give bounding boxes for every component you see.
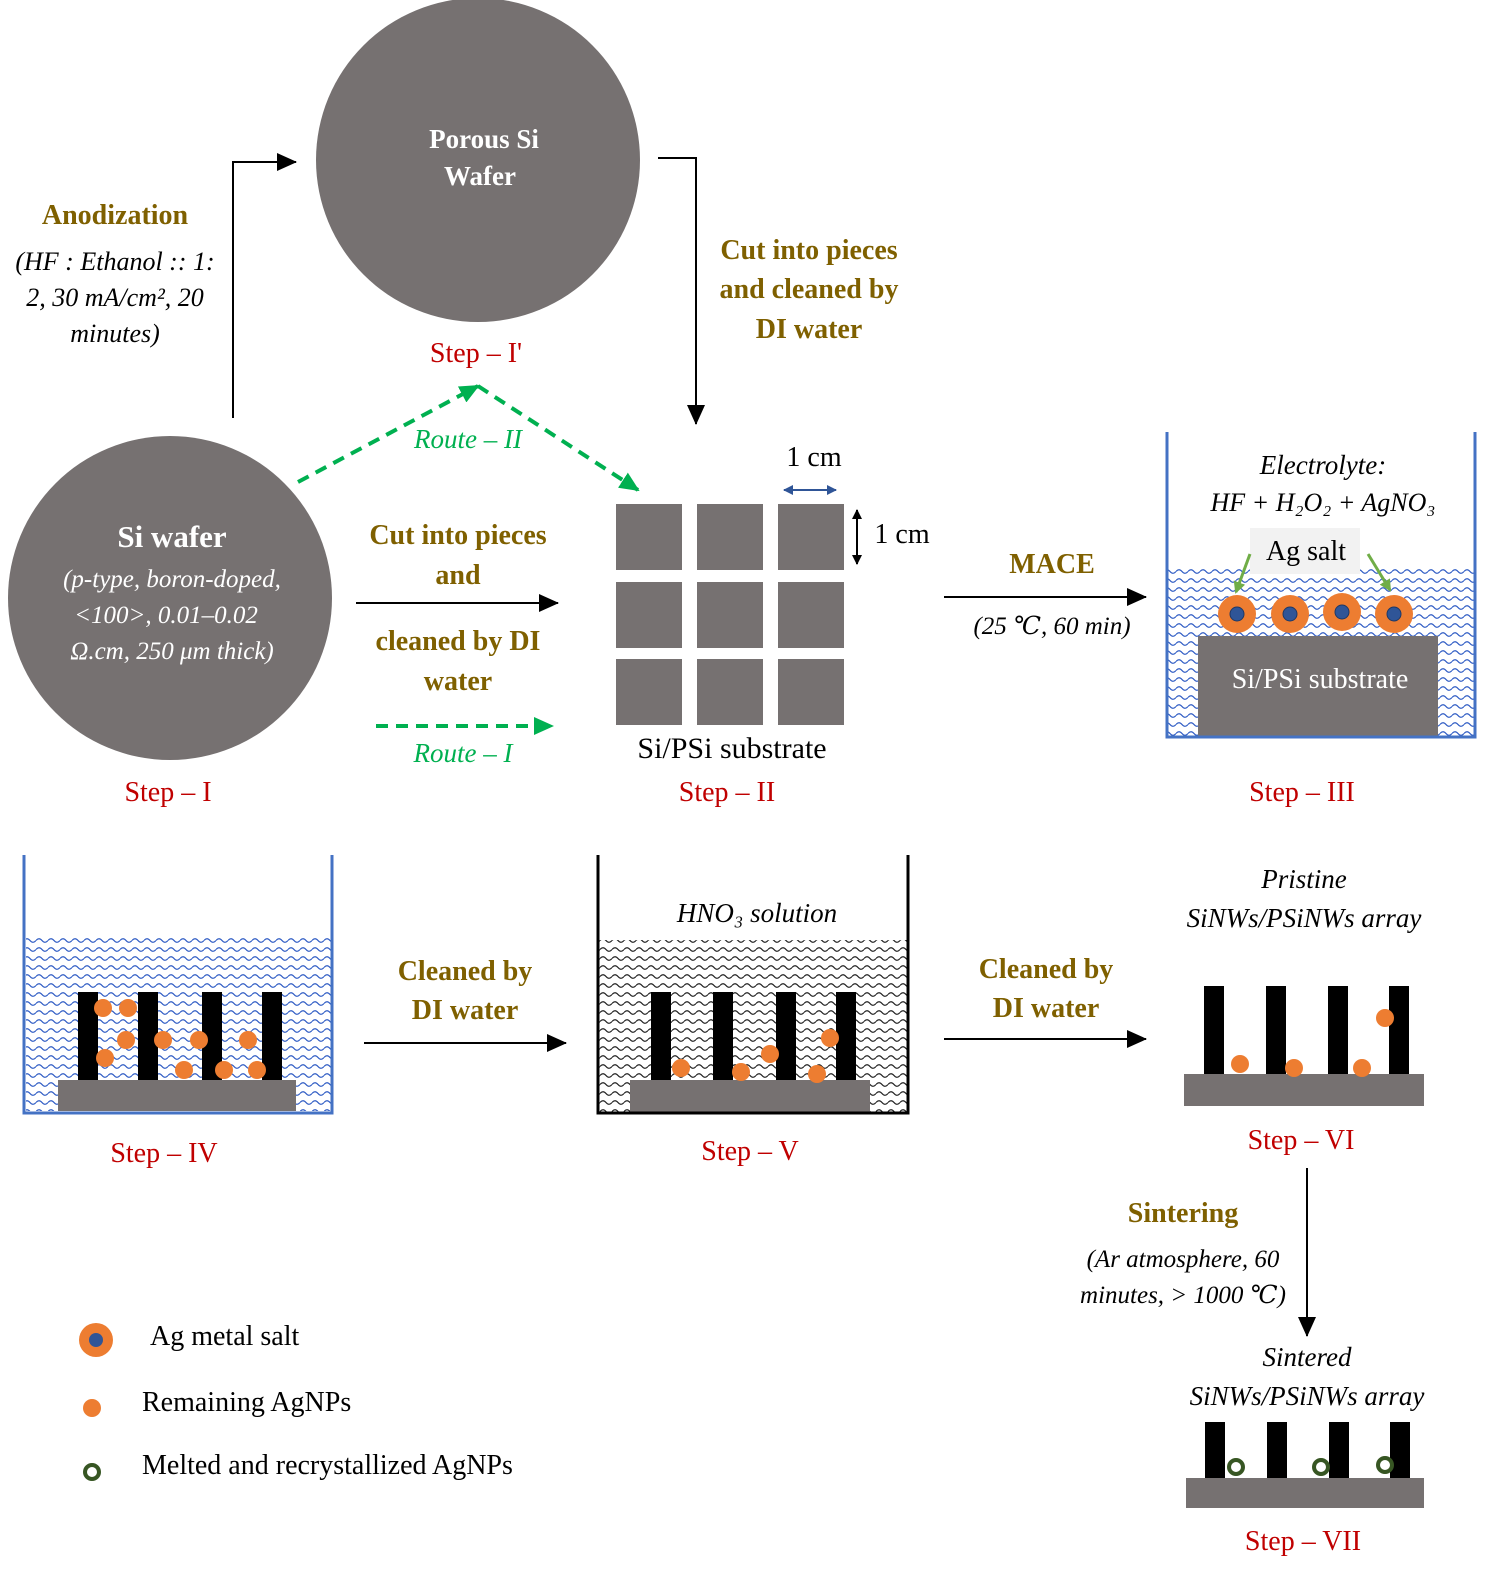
ag-salt-box <box>1250 528 1360 574</box>
step-vi-label: Step – VI <box>1248 1125 1355 1156</box>
electrolyte-formula: HF + H₂O₂ + AgNO₃ <box>1210 488 1436 517</box>
substrate-piece <box>778 582 844 648</box>
hno3-solution-label: HNO₃ solution <box>676 898 837 928</box>
legend: Ag metal salt Remaining AgNPs Melted and… <box>79 1321 513 1481</box>
legend-item-1: Ag metal salt <box>150 1321 300 1352</box>
legend-item-2: Remaining AgNPs <box>142 1387 351 1418</box>
porous-wafer-label-2: Wafer <box>444 161 516 191</box>
route-i-label: Route – I <box>413 738 515 768</box>
cut-top-line-1: Cut into pieces <box>720 235 897 266</box>
substrate-piece <box>616 582 682 648</box>
clean-1-line-1: Cleaned by <box>398 956 533 987</box>
dimension-horizontal-label: 1 cm <box>786 442 841 473</box>
substrate-piece <box>616 504 682 570</box>
si-wafer-desc-2: <100>, 0.01–0.02 <box>74 602 258 629</box>
si-wafer-desc-3: Ω.cm, 250 μm thick) <box>70 638 274 665</box>
substrate-piece <box>697 504 763 570</box>
clean-2-line-2: DI water <box>993 993 1100 1024</box>
dimension-vertical-label: 1 cm <box>874 519 929 550</box>
pristine-label-1: Pristine <box>1260 864 1347 894</box>
anodization-title: Anodization <box>42 200 189 231</box>
step-vii-recrystallized-agnps <box>1227 1456 1394 1476</box>
electrolyte-label: Electrolyte: <box>1259 450 1386 480</box>
substrate-piece <box>697 582 763 648</box>
cut-mid-line-3: cleaned by DI <box>376 626 541 657</box>
step-ii-label: Step – II <box>679 777 775 808</box>
step-vi-array <box>1184 986 1424 1106</box>
step-vi-agnps <box>1231 1009 1394 1077</box>
porous-wafer-label-1: Porous Si <box>429 124 539 154</box>
step-iv-label: Step – IV <box>110 1138 217 1169</box>
legend-ag-salt-icon-core <box>89 1333 103 1347</box>
cut-top-line-2: and cleaned by <box>720 274 899 305</box>
si-wafer: Si wafer (p-type, boron-doped, <100>, 0.… <box>8 436 332 760</box>
substrate-piece <box>616 659 682 725</box>
cut-mid-line-1: Cut into pieces <box>369 520 546 551</box>
step-i-prime-label: Step – I' <box>430 338 522 369</box>
ag-salt-arrow-left <box>1233 553 1252 594</box>
step-iv-agnps <box>94 999 266 1079</box>
ag-salt-arrow-right <box>1366 553 1392 592</box>
step-i-label: Step – I <box>124 777 211 808</box>
cut-mid-line-4: water <box>424 666 492 697</box>
step-v-beaker <box>596 855 910 1115</box>
substrate-grid <box>616 504 844 725</box>
ag-salt-label: Ag salt <box>1266 536 1346 567</box>
step-iii-beaker: Si/PSi substrate Ag salt <box>1165 432 1477 739</box>
route-ii-arrow-up <box>297 384 480 484</box>
substrate-piece <box>778 659 844 725</box>
legend-agnp-icon <box>83 1399 101 1417</box>
sintered-label-2: SiNWs/PSiNWs array <box>1190 1381 1425 1411</box>
sintered-label-1: Sintered <box>1263 1342 1352 1372</box>
substrate-piece <box>697 659 763 725</box>
step-v-label: Step – V <box>701 1136 799 1167</box>
porous-si-wafer: Porous Si Wafer <box>316 0 640 322</box>
step-iii-label: Step – III <box>1249 777 1355 808</box>
mace-title: MACE <box>1009 549 1095 580</box>
step-iv-beaker <box>22 855 334 1115</box>
clean-2-line-1: Cleaned by <box>979 954 1114 985</box>
ag-salt-particles <box>1218 593 1413 633</box>
step-iii-substrate <box>1198 636 1438 736</box>
sintering-cond-1: (Ar atmosphere, 60 <box>1087 1246 1280 1273</box>
cut-top-line-3: DI water <box>756 314 863 345</box>
anodization-arrow <box>232 153 297 418</box>
legend-recrystallized-icon <box>83 1463 101 1481</box>
anodization-cond-1: (HF : Ethanol :: 1: <box>15 247 214 276</box>
sintering-title: Sintering <box>1128 1198 1238 1229</box>
substrate-piece <box>778 504 844 570</box>
mace-conditions: (25 ℃, 60 min) <box>973 613 1130 640</box>
cut-top-arrow <box>658 157 705 425</box>
substrate-label: Si/PSi substrate <box>637 732 826 765</box>
cut-mid-line-2: and <box>435 560 481 591</box>
clean-1-line-2: DI water <box>412 995 519 1026</box>
step-v-agnps <box>672 1029 839 1083</box>
route-ii-arrow-down <box>476 384 640 492</box>
si-wafer-desc-1: (p-type, boron-doped, <box>63 566 281 593</box>
legend-item-3: Melted and recrystallized AgNPs <box>142 1450 513 1481</box>
step-vii-array <box>1186 1422 1424 1508</box>
step-iii-substrate-label: Si/PSi substrate <box>1232 664 1409 695</box>
si-wafer-title: Si wafer <box>117 519 227 554</box>
route-ii-label: Route – II <box>413 424 524 454</box>
sintering-cond-2: minutes, > 1000 ℃) <box>1080 1282 1286 1309</box>
step-vii-label: Step – VII <box>1245 1526 1361 1557</box>
pristine-label-2: SiNWs/PSiNWs array <box>1187 903 1422 933</box>
anodization-cond-3: minutes) <box>70 319 160 348</box>
anodization-cond-2: 2, 30 mA/cm², 20 <box>26 283 204 312</box>
